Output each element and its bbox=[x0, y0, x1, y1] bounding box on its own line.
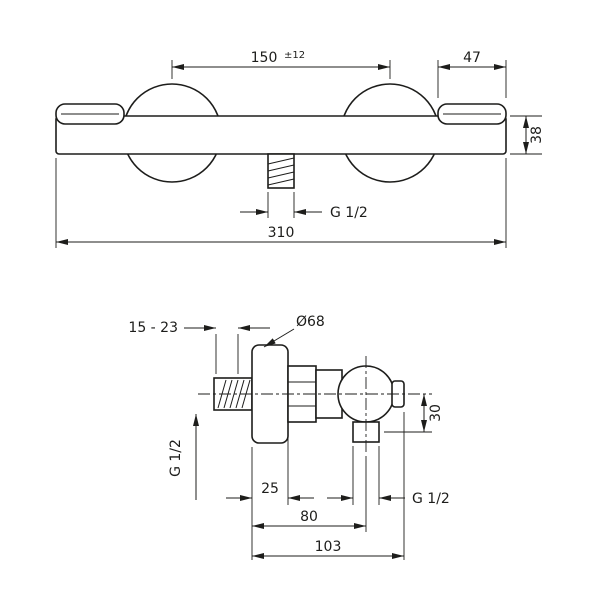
dim-outlet-thread-side: G 1/2 bbox=[412, 491, 450, 507]
dim-body-height: 38 bbox=[529, 126, 545, 144]
dim-escutcheon-diameter: Ø68 bbox=[296, 314, 325, 330]
side-view bbox=[198, 344, 432, 452]
dim-overall-width: 310 bbox=[268, 225, 295, 241]
dim-outlet-offset: 30 bbox=[428, 404, 444, 422]
dim-escutcheon-depth: 25 bbox=[261, 481, 279, 497]
dim-overall-depth: 103 bbox=[315, 539, 342, 555]
dim-depth-to-outlet-axis: 80 bbox=[300, 509, 318, 525]
outlet-thread-hatching bbox=[267, 157, 295, 186]
dim-inlet-thread: G 1/2 bbox=[168, 439, 184, 477]
dim-wall-distance: 15 - 23 bbox=[128, 320, 178, 336]
dim-handle-width: 47 bbox=[463, 50, 481, 66]
mixer-body-bar bbox=[55, 115, 507, 155]
dim-outlet-thread-front: G 1/2 bbox=[330, 205, 368, 221]
front-view-dimensions: 150 ±12 47 38 G 1/2 310 bbox=[55, 50, 545, 248]
front-view bbox=[55, 83, 507, 189]
side-view-dimensions: 15 - 23 Ø68 30 G 1/2 25 G 1/2 80 bbox=[128, 314, 450, 560]
leader-line-diameter bbox=[263, 328, 295, 348]
dim-center-distance-tolerance: ±12 bbox=[284, 50, 305, 61]
dim-center-distance: 150 bbox=[251, 50, 278, 66]
